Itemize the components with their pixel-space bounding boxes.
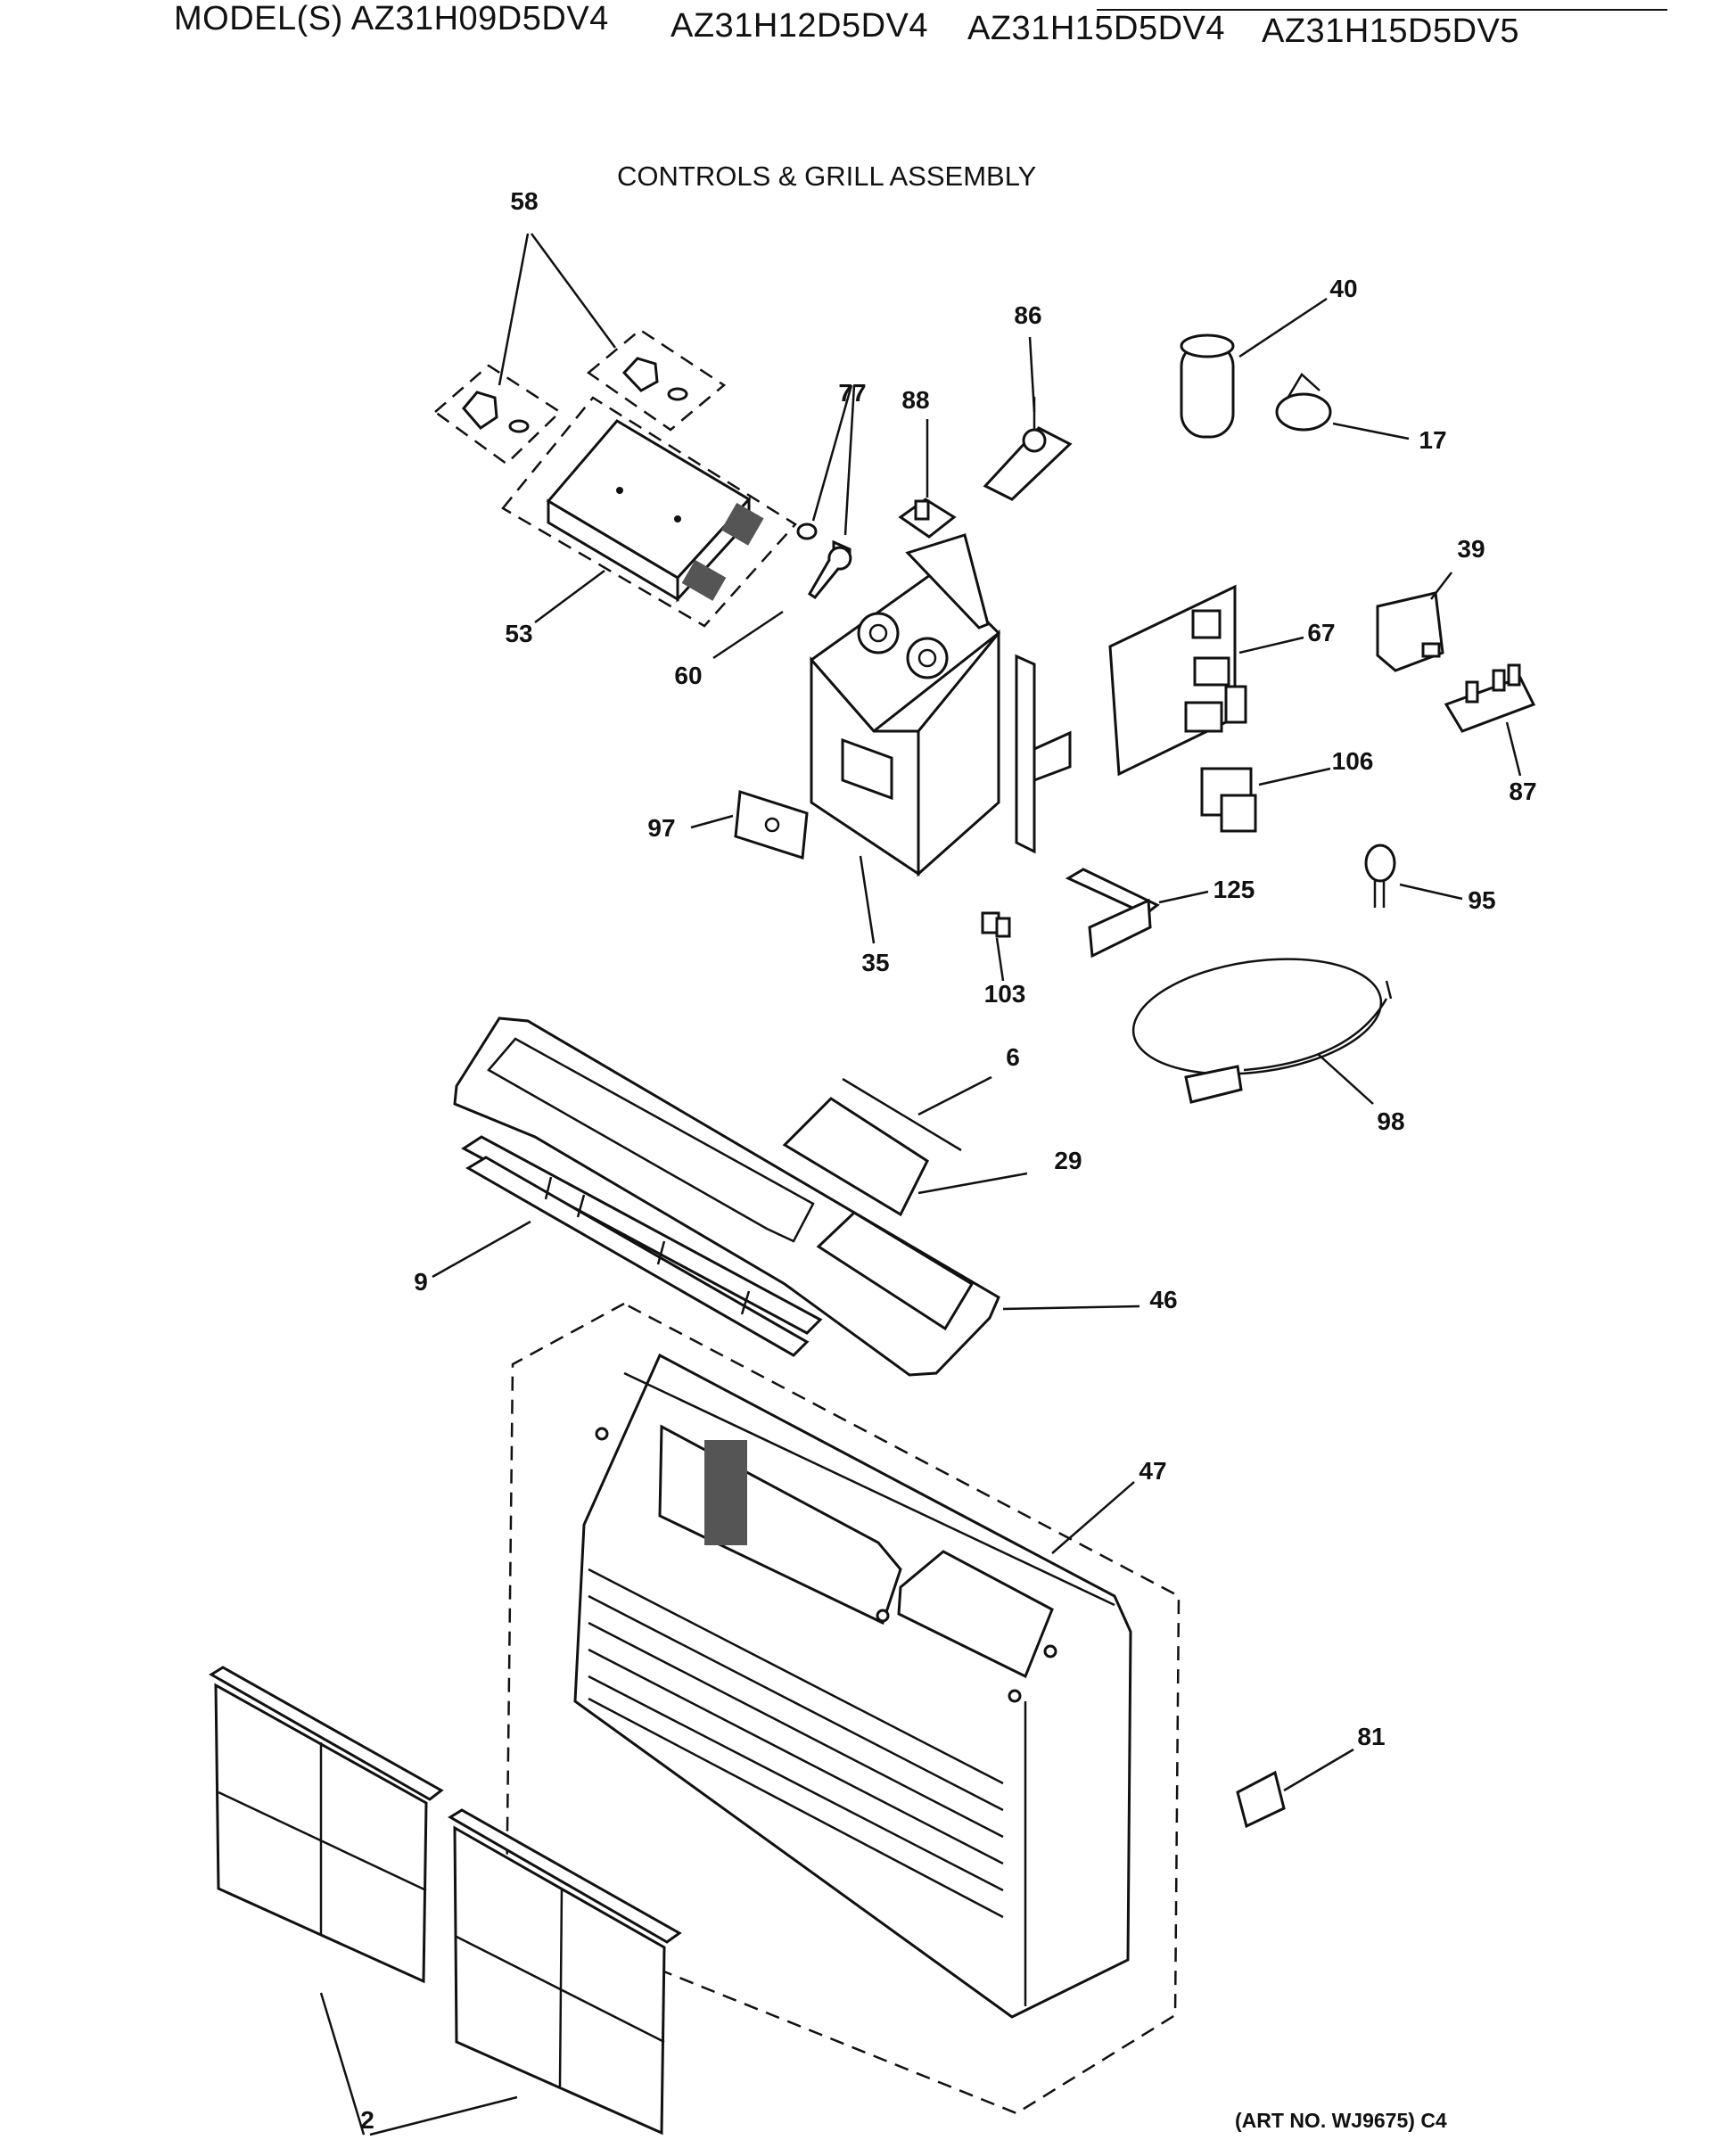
rod-and-cover xyxy=(782,1075,1028,1217)
models-header: MODEL(S) AZ31H09D5DV4 xyxy=(174,0,609,38)
front-cabinet-47 xyxy=(505,1302,1181,2115)
air-filters-2 xyxy=(209,1666,682,2136)
relay-39 xyxy=(1376,572,1452,672)
terminal-block-87 xyxy=(1444,663,1536,777)
control-box xyxy=(809,533,1072,944)
art-number: (ART NO. WJ9675) C4 xyxy=(1235,2109,1447,2132)
callout-106: 106 xyxy=(1331,747,1374,775)
callout-81: 81 xyxy=(1357,1723,1386,1750)
callout-98: 98 xyxy=(1377,1107,1405,1135)
models-prefix: MODEL(S) xyxy=(174,0,343,37)
callout-46: 46 xyxy=(1149,1286,1178,1313)
capacitor-strap-17 xyxy=(1275,373,1410,440)
diagram-title: CONTROLS & GRILL ASSEMBLY xyxy=(617,160,1037,192)
callout-77: 77 xyxy=(838,379,867,407)
header-rule xyxy=(1097,9,1667,11)
transformer-106 xyxy=(1200,767,1331,833)
capacitor-40 xyxy=(1180,297,1328,439)
callout-103: 103 xyxy=(983,980,1026,1008)
callout-87: 87 xyxy=(1509,778,1537,805)
control-board xyxy=(501,396,797,628)
callout-97: 97 xyxy=(647,814,676,842)
grill-frame-46 xyxy=(453,1017,1140,1377)
bracket-125 xyxy=(1065,868,1209,959)
thermostat-86 xyxy=(983,336,1073,501)
clip-103 xyxy=(981,911,1011,982)
screw-and-clip xyxy=(712,384,856,660)
callout-86: 86 xyxy=(1014,301,1042,329)
callout-58: 58 xyxy=(510,187,539,215)
callout-67: 67 xyxy=(1307,619,1336,646)
sensor-95 xyxy=(1364,844,1463,908)
callout-88: 88 xyxy=(901,386,930,414)
callout-40: 40 xyxy=(1329,275,1358,302)
callout-17: 17 xyxy=(1419,426,1447,454)
callout-47: 47 xyxy=(1139,1457,1167,1485)
callout-60: 60 xyxy=(674,662,703,689)
callout-95: 95 xyxy=(1468,886,1496,914)
callout-29: 29 xyxy=(1054,1147,1082,1174)
switch-88 xyxy=(898,419,957,539)
callout-6: 6 xyxy=(1006,1043,1020,1071)
callout-125: 125 xyxy=(1213,876,1255,903)
circuit-board-67 xyxy=(1108,584,1304,777)
callout-35: 35 xyxy=(861,949,890,976)
callout-39: 39 xyxy=(1457,535,1485,563)
callout-2: 2 xyxy=(360,2106,374,2134)
louver-assembly-9 xyxy=(432,1135,823,1357)
callout-53: 53 xyxy=(505,620,533,647)
model-number: AZ31H15D5DV4 xyxy=(967,10,1226,47)
model-number: AZ31H12D5DV4 xyxy=(671,7,929,45)
model-number: AZ31H09D5DV4 xyxy=(350,0,609,37)
callout-9: 9 xyxy=(414,1268,428,1296)
model-number: AZ31H15D5DV5 xyxy=(1262,12,1520,50)
power-cord-98 xyxy=(1131,958,1393,1105)
clip-81 xyxy=(1236,1748,1354,1829)
bracket-97 xyxy=(690,790,809,860)
knob-group xyxy=(432,233,727,465)
